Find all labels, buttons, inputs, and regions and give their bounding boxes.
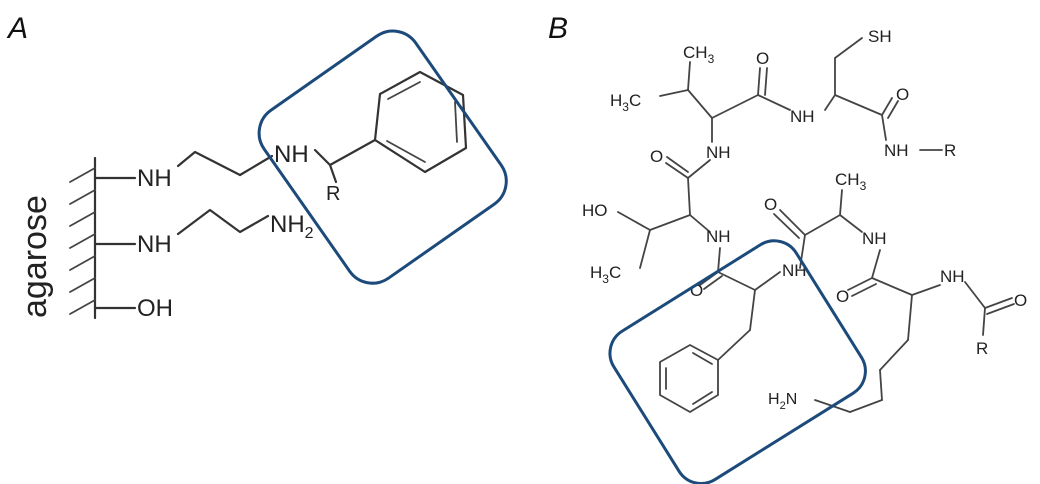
agarose-label: agarose — [16, 195, 54, 318]
nh-mid2-label: NH — [862, 229, 887, 248]
nh-inner-label: NH — [274, 141, 309, 168]
nh-top-b-label: NH — [790, 107, 815, 126]
nh-top-label: NH — [137, 165, 172, 192]
r-top-label: R — [944, 141, 956, 160]
highlight-frame-a — [257, 29, 508, 285]
nh-right-label: NH — [940, 267, 965, 286]
h3c-bot-label: H3C — [590, 263, 621, 286]
o-low2-label: O — [836, 287, 849, 306]
o-top1-label: O — [756, 49, 769, 68]
panel-b: B — [548, 12, 1027, 484]
ch3-mid-label: CH3 — [835, 170, 867, 193]
panel-a-bonds — [93, 70, 468, 310]
panel-b-label: B — [548, 12, 568, 45]
panel-b-bonds — [617, 37, 1015, 413]
o-left-label: O — [650, 147, 663, 166]
h3c-top-label: H3C — [610, 91, 641, 114]
nh2-label: NH2 — [270, 211, 314, 242]
nh-mid-b-label: NH — [706, 227, 731, 246]
o-top2-label: O — [896, 85, 909, 104]
nh-mid3-label: NH — [782, 261, 807, 280]
h2n-label: H2N — [768, 391, 797, 412]
r-label: R — [326, 183, 340, 205]
nh-left-label: NH — [706, 143, 731, 162]
highlight-frame-b — [608, 239, 867, 484]
ho-label: HO — [582, 201, 608, 220]
panel-a-label: A — [6, 12, 28, 45]
o-right-label: O — [1014, 291, 1027, 310]
panel-a: A agarose — [6, 12, 508, 322]
nh-r-label: NH — [884, 141, 909, 160]
o-mid-label: O — [764, 195, 777, 214]
ch3-top-label: CH3 — [683, 43, 715, 66]
oh-label: OH — [137, 295, 173, 322]
agarose-support — [69, 156, 97, 320]
nh-mid-label: NH — [137, 231, 172, 258]
sh-label: SH — [868, 27, 892, 46]
r-right-label: R — [976, 339, 988, 358]
